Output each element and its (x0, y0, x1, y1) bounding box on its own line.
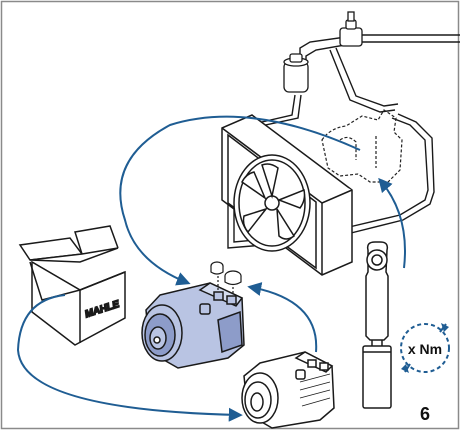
seal-caps-icon (210, 261, 242, 294)
torque-label: x Nm (408, 341, 442, 357)
step-number: 6 (420, 404, 431, 424)
arrow-wrench-to-ghost (378, 177, 406, 269)
fan-icon (233, 154, 311, 252)
condenser-icon (221, 114, 353, 276)
receiver-dryer-icon (283, 53, 309, 93)
arrow-old-to-new (247, 282, 318, 353)
pressure-switch-icon (339, 11, 363, 47)
torque-wrench-icon (362, 241, 392, 409)
compressor-new-icon (141, 282, 245, 369)
arrow-ghost-to-new (119, 115, 361, 286)
arrow-box-to-old (16, 294, 243, 422)
compressor-old-icon (241, 351, 335, 429)
box-icon: MAHLE (18, 225, 126, 346)
old-compressor-position-outline (321, 109, 403, 183)
torque-cycle-icon: x Nm (400, 323, 450, 373)
workflow-arrows (16, 115, 406, 422)
